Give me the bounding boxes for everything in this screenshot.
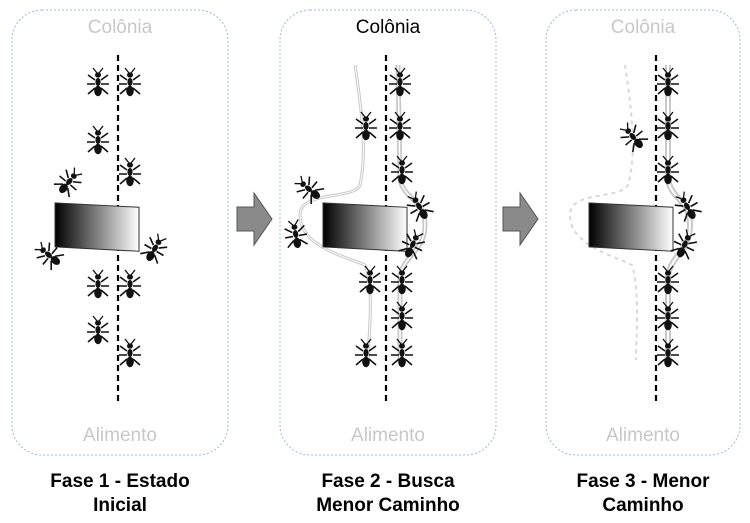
panel-1-top-label: Colônia: [87, 17, 153, 38]
right-arrow-icon: [236, 191, 273, 247]
ant-icon: [50, 162, 88, 201]
panel-border: [545, 9, 741, 456]
pheromone-trail-right-inner: [667, 65, 692, 360]
ant-icon: [118, 157, 142, 187]
phase-3-panel: [545, 9, 741, 456]
obstacle-block: [54, 202, 140, 252]
caption-line-2: Caminho: [602, 495, 684, 516]
obstacle-block: [588, 202, 674, 252]
ant-icon: [118, 269, 142, 300]
pheromone-trail-right-inner: [397, 64, 426, 360]
caption-line-1: Fase 1 - Estado: [50, 471, 190, 492]
ant-icon: [86, 315, 110, 346]
right-arrow-icon: [502, 191, 539, 247]
ant-icon: [86, 125, 110, 155]
phase-2-panel: [279, 9, 497, 456]
phase-1-caption: Fase 1 - Estado Inicial: [0, 470, 240, 518]
ant-icon: [86, 67, 110, 97]
panel-1-bottom-label: Alimento: [83, 425, 157, 446]
caption-line-1: Fase 2 - Busca: [321, 471, 455, 492]
phase-3-caption: Fase 3 - Menor Caminho: [523, 470, 750, 518]
phase-1-panel: [11, 9, 229, 456]
caption-line-2: Menor Caminho: [316, 495, 460, 516]
panel-border: [11, 9, 229, 456]
phase-2-caption: Fase 2 - Busca Menor Caminho: [268, 470, 508, 518]
ant-icon: [281, 217, 310, 251]
panel-border: [279, 9, 497, 456]
ant-icon: [358, 265, 382, 296]
obstacle-block: [322, 202, 408, 252]
panel-3-top-label: Colônia: [610, 17, 676, 38]
ant-icon: [86, 269, 110, 300]
panel-3-bottom-label: Alimento: [606, 425, 680, 446]
ant-icon: [118, 338, 142, 369]
panel-2-bottom-label: Alimento: [351, 425, 425, 446]
caption-line-2: Inicial: [93, 495, 147, 516]
ant-icon: [354, 111, 378, 141]
ant-icon: [354, 338, 378, 369]
panel-2-top-label: Colônia: [355, 17, 421, 38]
ant-icon: [137, 229, 173, 267]
caption-line-1: Fase 3 - Menor: [576, 471, 710, 492]
ant-icon: [118, 67, 142, 97]
